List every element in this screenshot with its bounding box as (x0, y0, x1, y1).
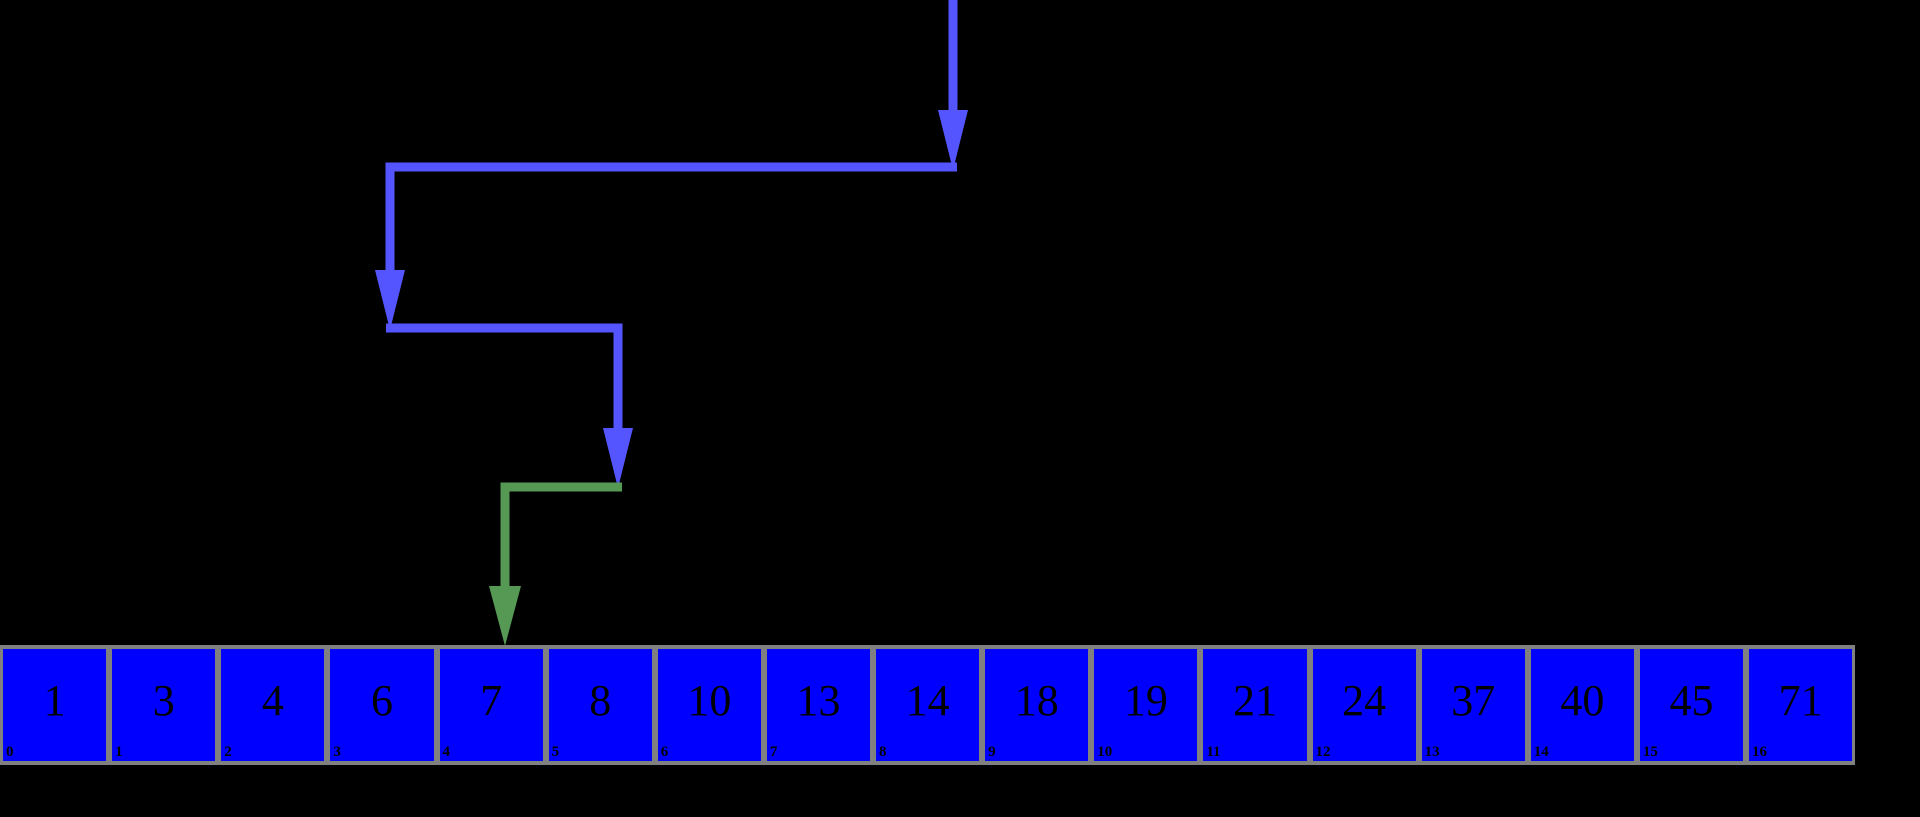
array-cell-value: 8 (589, 676, 612, 725)
array-cell-value: 10 (687, 676, 732, 725)
probe-arrow-2 (375, 162, 957, 330)
probe-arrow-3 (386, 323, 633, 488)
array-cell-index: 2 (224, 744, 232, 760)
array-cell[interactable]: 21 11 (1203, 649, 1307, 761)
array-cell[interactable]: 45 15 (1639, 649, 1743, 761)
array-cell[interactable]: 24 12 (1312, 649, 1416, 761)
array-cell[interactable]: 14 8 (876, 649, 980, 761)
array-cell-value: 45 (1669, 676, 1714, 725)
array-cell-value: 37 (1451, 676, 1496, 725)
array-cell-index: 15 (1642, 744, 1658, 760)
array-cell-value: 4 (261, 676, 284, 725)
array-cell-index: 6 (660, 744, 669, 760)
array-cell-value: 40 (1560, 676, 1605, 725)
array-cell-index: 5 (551, 744, 560, 760)
array-cell-value: 6 (370, 676, 393, 725)
array-cell-value: 3 (152, 676, 175, 725)
array-cell-index: 16 (1752, 744, 1767, 760)
array-cell-value: 7 (480, 676, 503, 725)
array-cell-index: 11 (1206, 744, 1221, 760)
array-cell[interactable]: 10 6 (657, 649, 761, 761)
array-cell[interactable]: 13 7 (766, 649, 870, 761)
array-cell[interactable]: 37 13 (1421, 649, 1525, 761)
array-cell[interactable]: 40 14 (1530, 649, 1634, 761)
probe-arrow-1 (938, 0, 968, 170)
array-cell[interactable]: 18 9 (985, 649, 1089, 761)
array-cell-index: 4 (442, 744, 451, 760)
array-cell-value: 71 (1778, 676, 1823, 725)
array-cell-value: 13 (796, 676, 841, 725)
array-cell[interactable]: 71 16 (1749, 649, 1853, 761)
target-arrow (489, 482, 622, 646)
array-cell-index: 10 (1097, 744, 1113, 760)
array-cell-index: 14 (1533, 744, 1549, 760)
array-cell-value: 14 (905, 676, 950, 725)
array-cell-value: 18 (1014, 676, 1059, 725)
array-cell-value: 24 (1342, 676, 1387, 725)
array-cell-index: 0 (6, 744, 14, 760)
array-cell-index: 13 (1424, 744, 1440, 760)
array-cell-value: 19 (1123, 676, 1168, 725)
array-cell-value: 1 (43, 676, 66, 725)
array-cell-index: 3 (333, 744, 341, 760)
array-cell-index: 7 (769, 744, 778, 760)
array-cell-index: 9 (988, 744, 996, 760)
array-cell-index: 8 (879, 744, 887, 760)
array-cell-index: 12 (1315, 744, 1331, 760)
array-cell-value: 21 (1232, 676, 1277, 725)
array-cell-index: 1 (115, 744, 123, 760)
